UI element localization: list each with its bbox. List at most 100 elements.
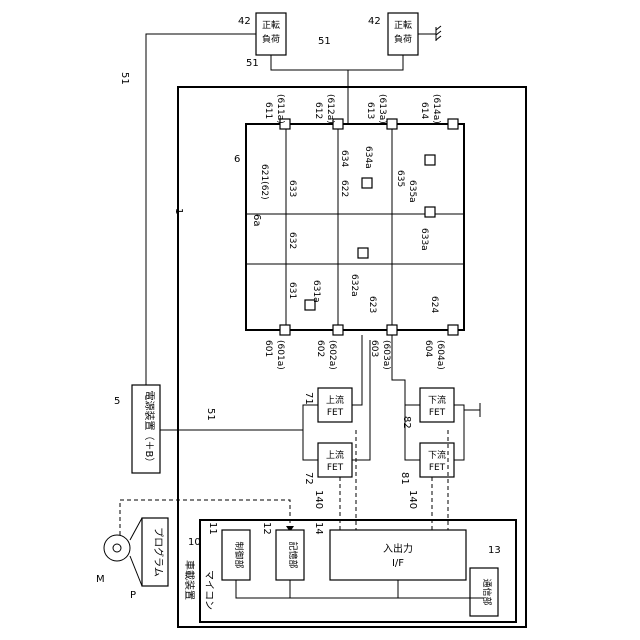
- io-text-b: I/F: [392, 558, 404, 569]
- ref-m: M: [96, 574, 105, 585]
- ref-12: 12: [261, 522, 272, 535]
- ref-6a: 6a: [251, 214, 262, 227]
- ref-140b: 140: [407, 490, 418, 509]
- ref-612a: (612a): [325, 94, 335, 124]
- fet72-text-b: FET: [327, 463, 344, 473]
- disk-hole-icon: [113, 544, 121, 552]
- wire-fet72-in: [303, 430, 318, 460]
- wire-fet72-out: [352, 340, 370, 460]
- fet72-text-a: 上流: [326, 449, 344, 461]
- wire-fet-gnd: [454, 405, 464, 460]
- switch-602-icon: [333, 325, 343, 335]
- fet81-text-b: FET: [429, 463, 446, 473]
- program-edge-bottom: [130, 556, 142, 586]
- ref-602: 602: [315, 340, 325, 357]
- ref-635: 635: [395, 170, 405, 187]
- storage-unit-text: 記憶部: [287, 541, 299, 568]
- fet71-text-b: FET: [327, 408, 344, 418]
- ref-632: 632: [287, 232, 297, 249]
- ground-hatch-1: [436, 26, 441, 30]
- wire-fet82-in: [392, 335, 420, 405]
- load-1-text-b: 負荷: [262, 33, 280, 45]
- wire-fet71-in: [303, 405, 318, 430]
- ref-613: 613: [365, 102, 375, 119]
- fet82-text-b: FET: [429, 408, 446, 418]
- load-2-text-b: 負荷: [394, 33, 412, 45]
- ref-140a: 140: [313, 490, 324, 509]
- ref-11: 11: [207, 522, 218, 535]
- ground-hatch-3: [436, 36, 441, 40]
- ref-634: 634: [339, 150, 349, 167]
- ref-51a: 51: [246, 58, 259, 69]
- load-1-text-a: 正転: [262, 20, 280, 31]
- ref-635a: 635a: [407, 180, 417, 203]
- ref-13: 13: [488, 545, 501, 556]
- control-unit-text: 制御部: [233, 541, 245, 568]
- micro-bus: [236, 580, 484, 598]
- disk-icon: [104, 535, 130, 561]
- ref-633a: 633a: [419, 228, 429, 251]
- ref-623: 623: [367, 296, 377, 313]
- load-2-text-a: 正転: [394, 20, 412, 31]
- fet81-text-a: 下流: [428, 449, 446, 461]
- ref-602a: (602a): [327, 340, 337, 370]
- microcomputer-text: マイコン: [203, 570, 214, 610]
- io-text-a: 入出力: [383, 542, 413, 555]
- fet82-text-a: 下流: [428, 394, 446, 406]
- ref-634a: 634a: [363, 146, 373, 169]
- ref-601a: (601a): [275, 340, 285, 370]
- ref-14: 14: [313, 522, 324, 535]
- ref-613a: (613a): [377, 94, 387, 124]
- vehicle-device-text: 車載装置: [183, 560, 196, 600]
- ref-5: 5: [114, 396, 120, 407]
- ref-51b: 51: [318, 36, 331, 47]
- ref-71: 71: [303, 392, 314, 405]
- ref-601: 601: [263, 340, 273, 357]
- ref-611: 611: [263, 102, 273, 119]
- ref-611a: (611a): [275, 94, 285, 124]
- ref-6: 6: [234, 154, 240, 165]
- ref-81: 81: [399, 472, 410, 485]
- ref-631a: 631a: [311, 280, 321, 303]
- ref-612: 612: [313, 102, 323, 119]
- wire-fet71-out: [352, 335, 362, 405]
- ref-p: P: [130, 590, 136, 601]
- ref-622: 622: [339, 180, 349, 197]
- ref-42a: 42: [238, 16, 251, 27]
- ref-603a: (603a): [381, 340, 391, 370]
- ref-42b: 42: [368, 16, 381, 27]
- ref-604: 604: [423, 340, 433, 357]
- switch-601-icon: [280, 325, 290, 335]
- wire-51-load2: [348, 55, 403, 70]
- ref-614a: (614a): [431, 94, 441, 124]
- program-text: プログラム: [152, 527, 165, 577]
- ref-1: 1: [173, 208, 184, 214]
- comm-unit-text: 通信部: [481, 578, 493, 605]
- io-interface-box: [330, 530, 466, 580]
- ref-604a: (604a): [435, 340, 445, 370]
- switch-613-icon: [387, 119, 397, 129]
- ref-631: 631: [287, 282, 297, 299]
- switch-635a-icon: [425, 155, 435, 165]
- ref-82: 82: [401, 416, 412, 429]
- switch-632a-icon: [358, 248, 368, 258]
- load-box-2: [388, 13, 418, 55]
- ref-10: 10: [188, 537, 201, 548]
- switch-604-icon: [448, 325, 458, 335]
- ref-621: 621(62): [259, 164, 269, 200]
- fet71-text-a: 上流: [326, 394, 344, 406]
- load-box-1: [256, 13, 286, 55]
- ref-51c: 51: [119, 72, 130, 85]
- ref-632a: 632a: [349, 274, 359, 297]
- program-edge-top: [130, 518, 142, 540]
- switch-634a-icon: [362, 178, 372, 188]
- ref-51d: 51: [205, 408, 216, 421]
- switch-603-icon: [387, 325, 397, 335]
- power-supply-text: 電源装置（＋B）: [143, 391, 156, 468]
- ground-hatch-2: [436, 31, 441, 35]
- ref-624: 624: [429, 296, 439, 313]
- wire-fet81-in: [405, 405, 420, 460]
- ref-603: 603: [369, 340, 379, 357]
